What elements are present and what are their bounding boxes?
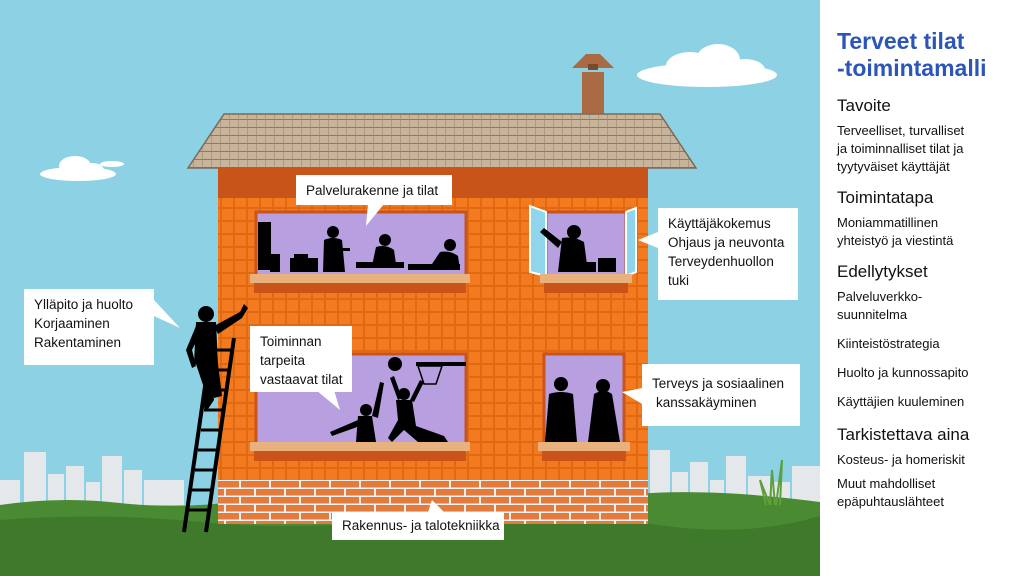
section-tavoite: Tavoite Terveelliset, turvalliset ja toi… [837, 96, 1013, 176]
callout-pointer [316, 390, 340, 410]
section-heading: Edellytykset [837, 262, 928, 281]
section-text: Muut mahdolliset [837, 476, 936, 491]
callout-line: Rakennus- ja talotekniikka [342, 518, 500, 533]
section-text: Palveluverkko- [837, 289, 923, 304]
worker-silhouette [186, 304, 248, 412]
panel-title: Terveet tilat -toimintamalli [837, 28, 1013, 82]
panel-title-line: Terveet tilat [837, 28, 965, 54]
callout-line: Terveys ja sosiaalinen [652, 376, 785, 391]
callout-palvelurakenne: Palvelurakenne ja tilat [296, 175, 452, 205]
callout-rakennus: Rakennus- ja talotekniikka [332, 512, 504, 540]
list-item: Kosteus- ja homeriskit [837, 451, 1013, 469]
section-text: Moniammatillinen [837, 215, 939, 230]
callout-line: Terveydenhuollon [668, 254, 774, 269]
callout-line: Rakentaminen [34, 335, 122, 350]
section-heading: Tavoite [837, 96, 891, 115]
roof [186, 113, 698, 169]
callout-pointer [428, 500, 444, 512]
callout-line: Käyttäjäkokemus [668, 216, 771, 231]
callout-kayttajakokemus: Käyttäjäkokemus Ohjaus ja neuvonta Terve… [658, 208, 798, 300]
callout-yllapito: Ylläpito ja huolto Korjaaminen Rakentami… [24, 289, 154, 365]
window-lower-right [538, 352, 630, 461]
callout-pointer [638, 232, 658, 248]
callout-pointer [154, 300, 180, 328]
callout-line: Ohjaus ja neuvonta [668, 235, 785, 250]
section-text: epäpuhtauslähteet [837, 494, 944, 509]
callout-line: Toiminnan [260, 334, 322, 349]
callout-pointer [622, 388, 642, 404]
section-text: ja toiminnalliset tilat ja [837, 141, 964, 156]
section-text: tyytyväiset käyttäjät [837, 159, 950, 174]
callout-line: Ylläpito ja huolto [34, 297, 134, 312]
callout-pointer [366, 204, 384, 226]
list-item: Palveluverkko- suunnitelma [837, 288, 1013, 324]
section-text: yhteistyö ja viestintä [837, 233, 954, 248]
section-toimintatapa: Toimintatapa Moniammatillinen yhteistyö … [837, 188, 1013, 250]
callout-terveys: Terveys ja sosiaalinen kanssakäyminen [642, 364, 800, 426]
section-text: Käyttäjien kuuleminen [837, 394, 965, 409]
list-item: Kiinteistöstrategia [837, 335, 1013, 353]
list-item: Käyttäjien kuuleminen [837, 393, 1013, 411]
panel-title-line: -toimintamalli [837, 55, 987, 81]
cloud-icon [637, 44, 777, 87]
section-text: suunnitelma [837, 307, 908, 322]
section-text: Terveelliset, turvalliset [837, 123, 965, 138]
callout-toiminnan: Toiminnan tarpeita vastaavat tilat [250, 326, 352, 392]
callout-line: Palvelurakenne ja tilat [306, 183, 439, 198]
callout-line: tarpeita [260, 353, 306, 368]
section-text: Huolto ja kunnossapito [837, 365, 969, 380]
section-edellytykset: Edellytykset Palveluverkko- suunnitelma … [837, 262, 1013, 411]
callout-line: Korjaaminen [34, 316, 110, 331]
window-upper-left [250, 210, 470, 293]
window-upper-right [529, 204, 637, 293]
info-panel: Terveet tilat -toimintamalli Tavoite Ter… [820, 0, 1023, 576]
section-heading: Toimintatapa [837, 188, 934, 207]
chimney [572, 54, 614, 114]
list-item: Muut mahdolliset epäpuhtauslähteet [837, 475, 1013, 511]
cloud-icon [40, 156, 124, 181]
list-item: Huolto ja kunnossapito [837, 364, 1013, 382]
callout-line: tuki [668, 273, 690, 288]
section-text: Kosteus- ja homeriskit [837, 452, 965, 467]
section-tarkistettava: Tarkistettava aina Kosteus- ja homeriski… [837, 425, 1013, 511]
section-heading: Tarkistettava aina [837, 425, 970, 444]
callout-line: kanssakäyminen [656, 395, 757, 410]
section-text: Kiinteistöstrategia [837, 336, 940, 351]
callout-line: vastaavat tilat [260, 372, 343, 387]
